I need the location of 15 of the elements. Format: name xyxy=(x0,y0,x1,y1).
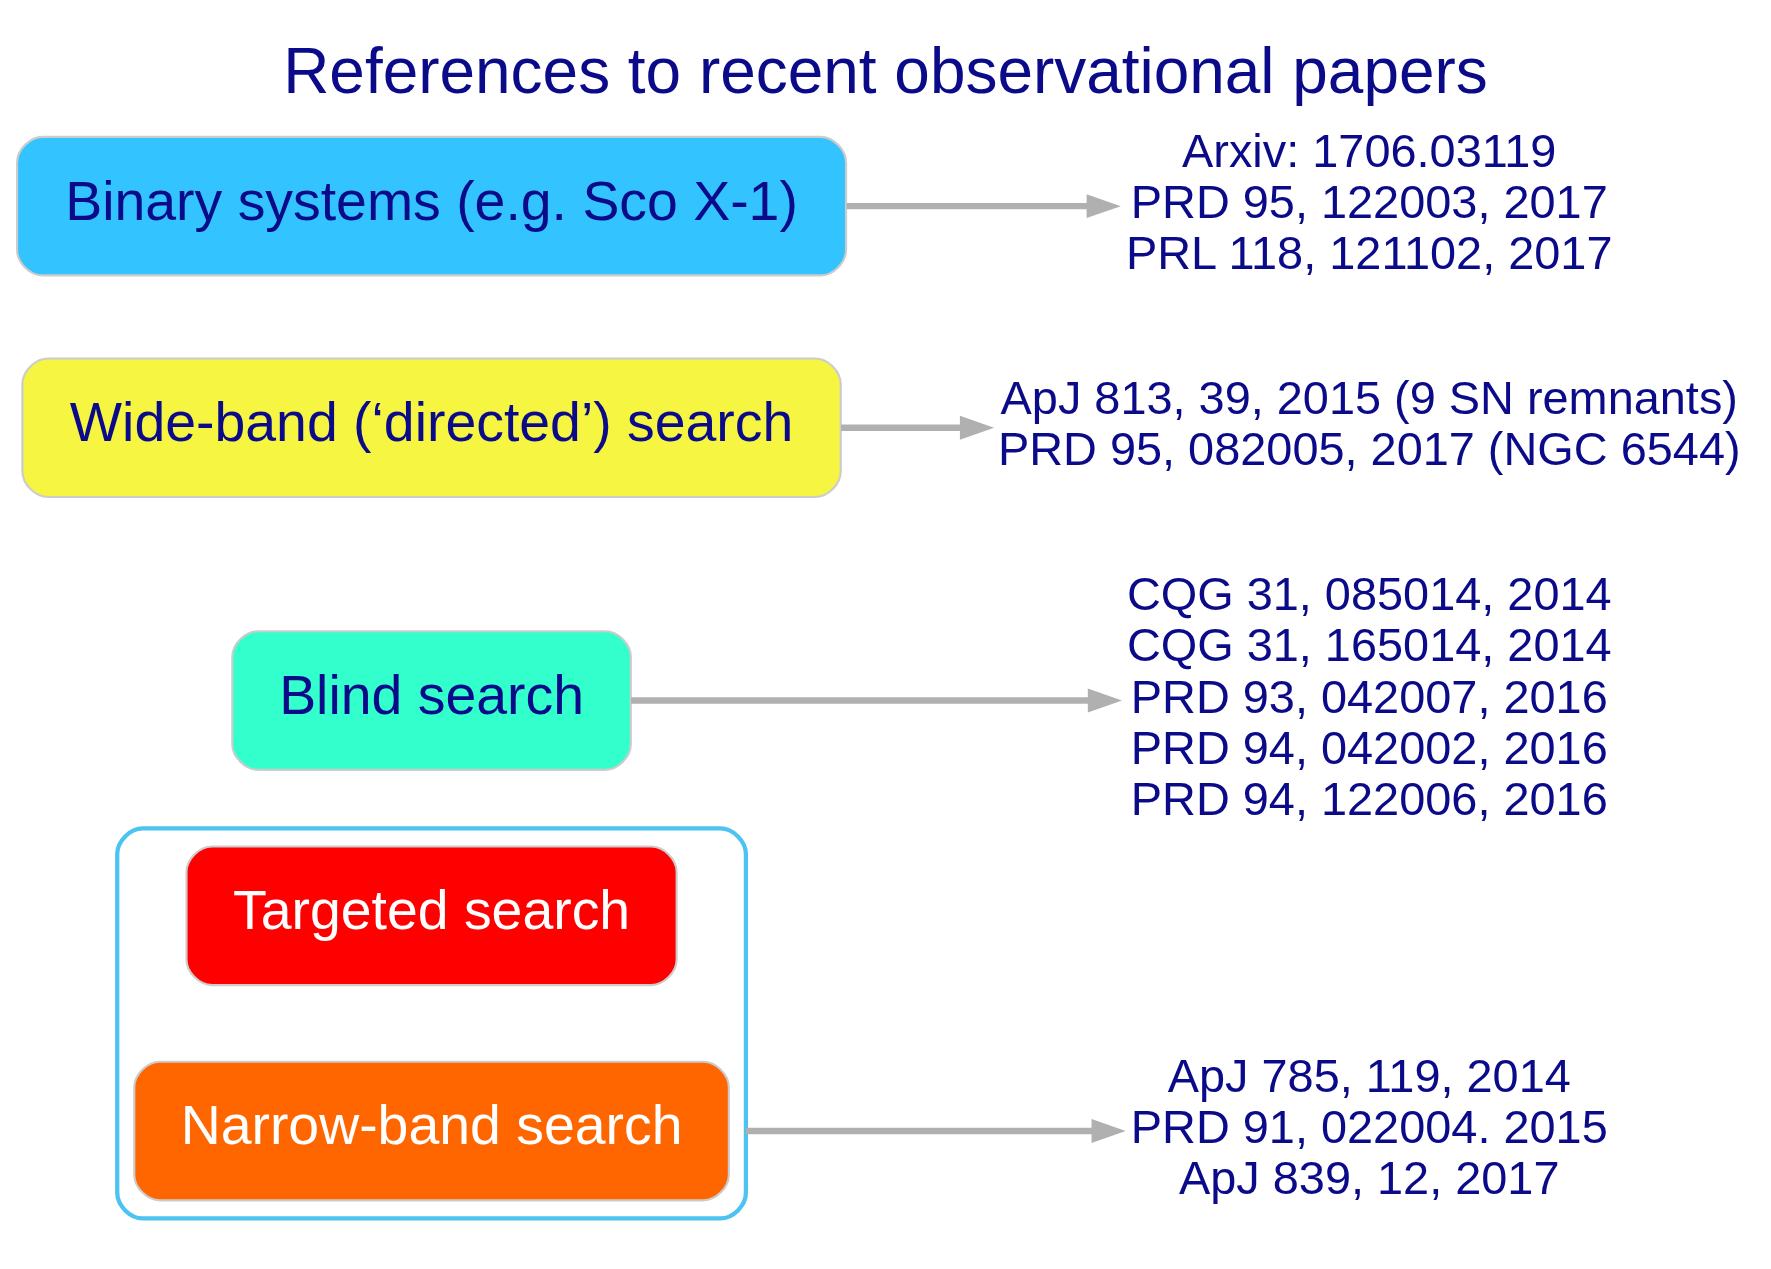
node-text: ApJ 813, 39, 2015 (9 SN remnants) PRD 95, 082005, 2017 (NGC 6544) xyxy=(997,372,1741,476)
node-text: ApJ 785, 119, 2014 PRD 91, 022004. 2015 ApJ 839, 12, 2017 xyxy=(1130,1049,1608,1205)
arrow xyxy=(745,1119,1126,1143)
arrow xyxy=(631,688,1122,713)
cluster xyxy=(115,826,749,1221)
diagram-title: References to recent observational papers xyxy=(283,35,1488,108)
arrow xyxy=(841,415,995,440)
node-box: Wide-band (‘directed’) search xyxy=(21,357,842,499)
node-box: Binary systems (e.g. Sco X-1) xyxy=(16,135,848,277)
node-text: Arxiv: 1706.03119 PRD 95, 122003, 2017 PRL 118, 121102, 2017 xyxy=(1126,124,1613,280)
node-box: Narrow-band search xyxy=(133,1060,730,1202)
node-text: CQG 31, 085014, 2014 CQG 31, 165014, 2014 PRD 93, 042007, 2016 PRD 94, 042002, 2016 PRD 94, 122006, 2016 xyxy=(1126,568,1612,825)
arrow xyxy=(846,194,1121,219)
node-box: Blind search xyxy=(231,630,632,771)
node-box: Targeted search xyxy=(185,845,678,987)
